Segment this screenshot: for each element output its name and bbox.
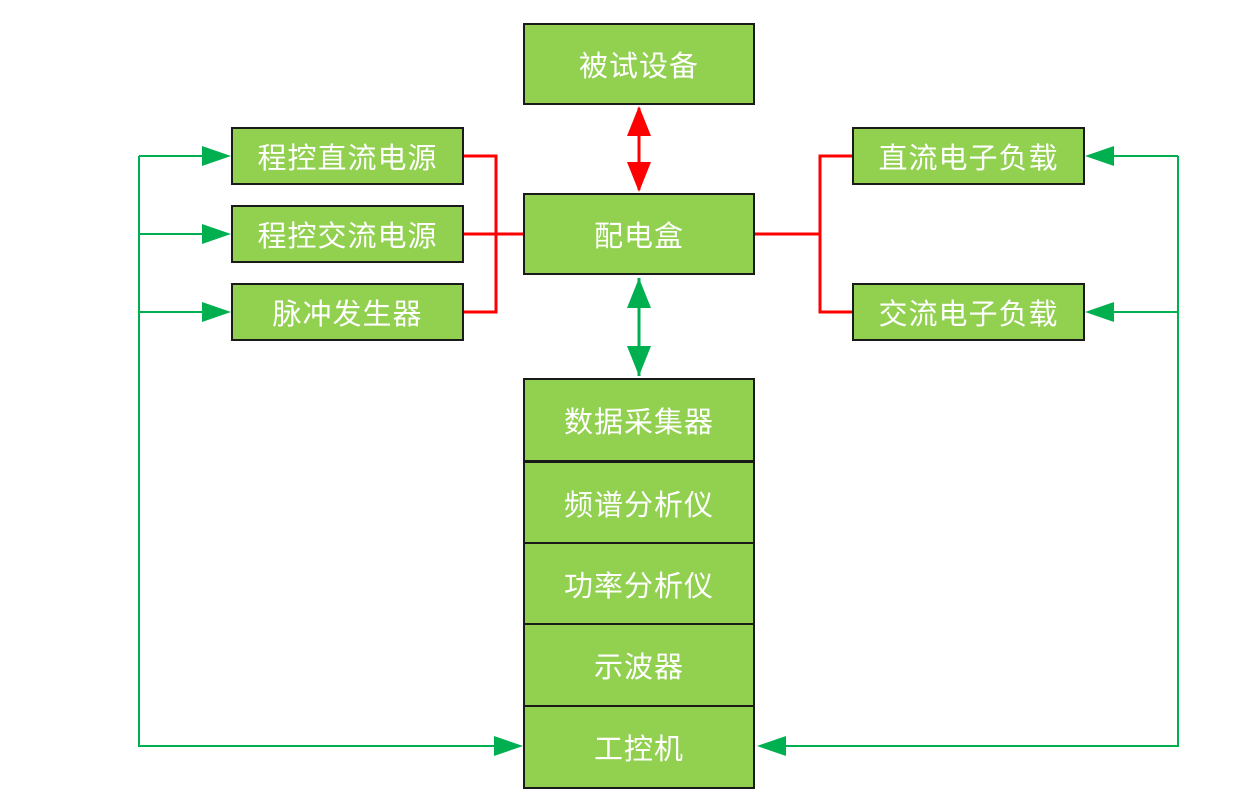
control-lines-right [786,155,1179,747]
power-analyzer-box: 功率分析仪 [523,542,755,625]
data-acquisition-box: 数据采集器 [523,378,755,462]
distribution-box: 配电盒 [523,193,755,275]
oscilloscope-box: 示波器 [523,623,755,707]
dc-electronic-load-box: 直流电子负载 [852,127,1085,185]
dut-box: 被试设备 [523,23,755,105]
programmable-ac-source-box: 程控交流电源 [231,205,464,263]
industrial-pc-box: 工控机 [523,705,755,789]
dut-power-arrow [627,106,651,192]
measurement-signal-arrow [627,278,651,376]
control-arrowheads-right [757,146,1114,756]
control-lines-left [138,155,494,747]
programmable-dc-source-box: 程控直流电源 [231,127,464,185]
control-arrowheads-left [202,146,523,756]
power-wiring-left [463,154,524,314]
spectrum-analyzer-box: 频谱分析仪 [523,461,755,544]
pulse-generator-box: 脉冲发生器 [231,283,464,341]
power-wiring-right [754,154,852,314]
ac-electronic-load-box: 交流电子负载 [852,283,1085,341]
